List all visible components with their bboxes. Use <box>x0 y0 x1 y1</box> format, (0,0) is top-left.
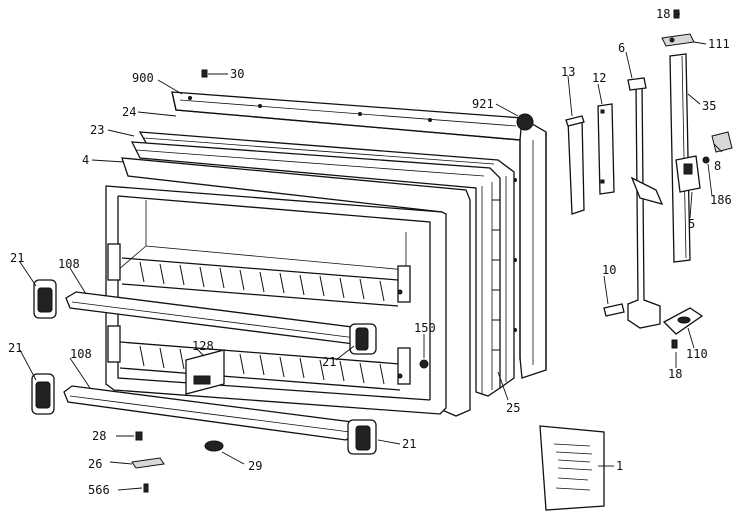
hinge-111 <box>661 33 695 47</box>
door-outer-panel <box>171 91 547 379</box>
label-29: 29 <box>248 459 262 473</box>
label-128: 128 <box>192 339 214 353</box>
screw-186 <box>702 156 710 164</box>
hinge-bracket-5 <box>675 155 701 193</box>
mullion-6 <box>627 77 664 329</box>
screw-30 <box>201 69 208 78</box>
pad-8 <box>711 131 733 153</box>
label-18-top: 18 <box>656 7 670 21</box>
end-cap-21-lower-left <box>31 373 55 415</box>
label-26: 26 <box>88 457 102 471</box>
label-921: 921 <box>472 97 494 111</box>
label-5: 5 <box>688 217 695 231</box>
label-35: 35 <box>702 99 716 113</box>
label-6: 6 <box>618 41 625 55</box>
bracket-10 <box>603 303 625 317</box>
label-8: 8 <box>714 159 721 173</box>
label-24: 24 <box>122 105 136 119</box>
label-186: 186 <box>710 193 732 207</box>
label-4: 4 <box>82 153 89 167</box>
label-18-bottom: 18 <box>668 367 682 381</box>
label-566: 566 <box>88 483 110 497</box>
door-liner <box>105 157 471 417</box>
label-900: 900 <box>132 71 154 85</box>
label-21-upper-left: 21 <box>10 251 24 265</box>
label-12: 12 <box>592 71 606 85</box>
label-150: 150 <box>414 321 436 335</box>
label-21-lower-left: 21 <box>8 341 22 355</box>
callout-labels: 900 30 24 23 4 921 13 12 6 18 111 35 8 1… <box>8 7 732 497</box>
leader-lines <box>19 13 723 491</box>
label-1: 1 <box>616 459 623 473</box>
hinge-cover-35 <box>669 53 691 263</box>
screw-566 <box>143 483 149 493</box>
shelf-rail-upper <box>65 291 377 355</box>
hinge-strip-13 <box>565 115 585 215</box>
label-28: 28 <box>92 429 106 443</box>
label-111: 111 <box>708 37 730 51</box>
screw-18-bottom <box>671 339 678 349</box>
button-29 <box>204 440 224 452</box>
end-cap-21-upper-left <box>33 279 57 319</box>
hinge-110 <box>662 307 704 335</box>
door-gasket-frames <box>130 131 515 397</box>
label-21-lower-right: 21 <box>402 437 416 451</box>
hinge-strip-12 <box>597 103 615 195</box>
label-10: 10 <box>602 263 616 277</box>
label-108-lower: 108 <box>70 347 92 361</box>
label-25: 25 <box>506 401 520 415</box>
plug-921 <box>516 113 534 131</box>
screw-28 <box>135 431 143 441</box>
clip-26 <box>131 457 165 469</box>
label-30: 30 <box>230 67 244 81</box>
label-21-center: 21 <box>322 355 336 369</box>
stop-150 <box>419 359 429 369</box>
shelf-rail-lower <box>63 385 377 455</box>
manual-booklet-1 <box>539 425 605 511</box>
label-108-upper: 108 <box>58 257 80 271</box>
label-110: 110 <box>686 347 708 361</box>
label-13: 13 <box>561 65 575 79</box>
label-23: 23 <box>90 123 104 137</box>
